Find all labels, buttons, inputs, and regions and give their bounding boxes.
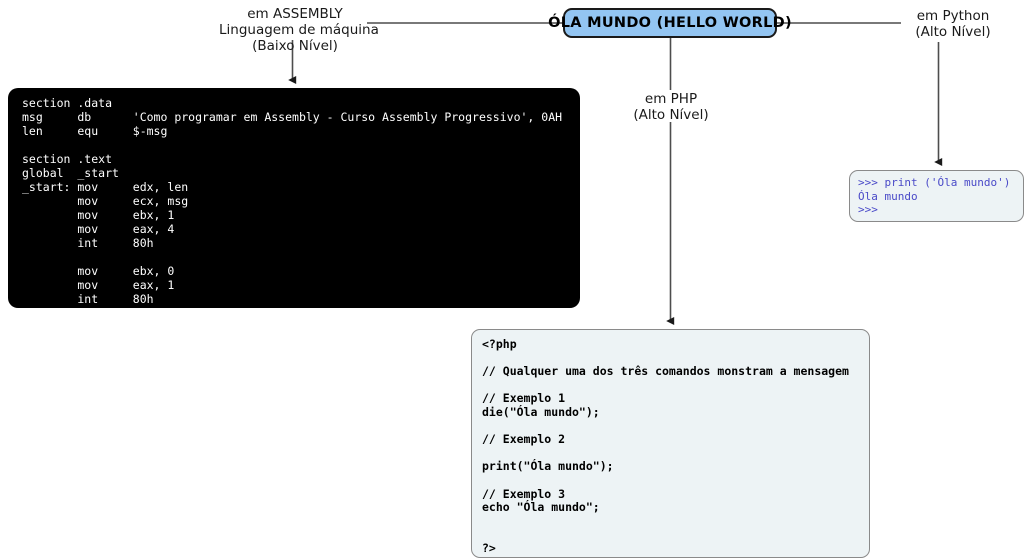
php-code-line: <?php [482, 337, 517, 351]
caption-php: em PHP (Alto Nível) [620, 91, 722, 123]
caption-assembly-line2: Linguagem de máquina [219, 22, 379, 38]
caption-assembly: em ASSEMBLY Linguagem de máquina (Baixo … [219, 6, 379, 54]
python-console-block: >>> print ('Óla mundo')Óla mundo>>> [849, 170, 1024, 222]
php-code-block: <?php // Qualquer uma dos três comandos … [471, 329, 870, 558]
php-code-line: die("Óla mundo"); [482, 404, 600, 419]
caption-python: em Python (Alto Nível) [905, 8, 1001, 40]
python-console-line: >>> print ('Óla mundo') [858, 176, 1011, 189]
assembly-code-line [22, 250, 580, 264]
php-code-line: // Exemplo 2 [482, 432, 566, 447]
php-code-line [482, 515, 869, 529]
caption-assembly-line1: em ASSEMBLY [247, 6, 343, 22]
php-code-line [482, 528, 869, 542]
assembly-code-line: mov ecx, msg [22, 194, 189, 208]
caption-python-line2: (Alto Nível) [915, 24, 991, 40]
php-code-line: // Exemplo 1 [482, 391, 566, 406]
php-code-line [482, 474, 869, 488]
caption-php-line1: em PHP [644, 91, 698, 107]
assembly-code-line: section .text [22, 152, 113, 166]
assembly-code-line: mov eax, 1 [22, 278, 175, 292]
php-code-line [482, 420, 869, 434]
php-code-line: // Exemplo 3 [482, 486, 566, 501]
assembly-code-line: msg db 'Como programar em Assembly - Cur… [22, 110, 563, 124]
assembly-code-line: _start: mov edx, len [22, 180, 189, 194]
assembly-code-line: mov eax, 4 [22, 222, 175, 236]
php-code-line [482, 379, 869, 393]
php-code-line [482, 352, 869, 366]
php-code-line: ?> [482, 540, 496, 555]
python-console-line: >>> [858, 203, 878, 216]
caption-assembly-line3: (Baixo Nível) [252, 38, 338, 54]
assembly-code-line: int 80h [22, 236, 154, 250]
python-console-lines: >>> print ('Óla mundo')Óla mundo>>> [858, 176, 1023, 217]
caption-php-line2: (Alto Nível) [633, 107, 709, 123]
assembly-code-line: len equ $-msg [22, 124, 168, 138]
assembly-code-line: int 80h [22, 292, 154, 306]
php-code-line: echo "Óla mundo"; [482, 500, 600, 515]
assembly-code-line [22, 138, 580, 152]
assembly-code-line: global _start [22, 166, 119, 180]
assembly-code-line: section .data [22, 96, 113, 110]
php-code-line: print("Óla mundo"); [482, 459, 614, 474]
hub-label: ÓLA MUNDO (HELLO WORLD) [548, 15, 792, 31]
hub-node[interactable]: ÓLA MUNDO (HELLO WORLD) [548, 8, 792, 38]
assembly-code-line: mov ebx, 1 [22, 208, 175, 222]
python-console-line: Óla mundo [858, 189, 918, 203]
php-code-line: // Qualquer uma dos três comandos monstr… [482, 364, 849, 379]
php-code-lines: <?php // Qualquer uma dos três comandos … [482, 337, 869, 556]
assembly-code-line: mov ebx, 0 [22, 264, 175, 278]
caption-python-line1: em Python [916, 8, 990, 24]
